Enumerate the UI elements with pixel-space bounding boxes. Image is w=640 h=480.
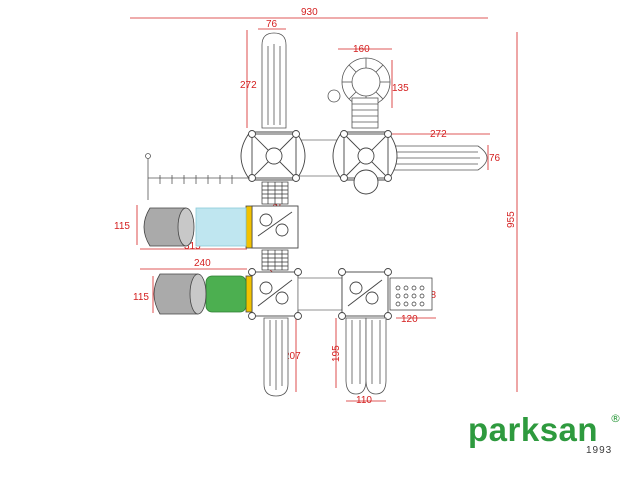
tower-top-right	[332, 130, 398, 195]
tunnel-lower	[153, 273, 253, 315]
top-slide	[261, 32, 287, 129]
spiral-slide	[327, 57, 391, 129]
play-panel	[389, 277, 433, 311]
dimension-labels: 930 76 272 160 135 272 76 955 115 315 24…	[114, 7, 517, 406]
top-slide-width-label: 76	[266, 19, 278, 30]
registered-mark: ®	[610, 412, 621, 425]
top-slide-length-label: 272	[240, 80, 257, 91]
brand-year: 1993	[586, 445, 613, 456]
brand-logo: parksan	[468, 411, 599, 448]
slide-lower-left	[263, 317, 289, 397]
tower-middle	[251, 205, 299, 249]
tower-top-left	[240, 130, 306, 182]
slide-lower-right-length-label: 195	[331, 345, 342, 362]
spiral-width-label: 160	[353, 44, 370, 55]
slide-lower-left-length-label: 207	[284, 351, 301, 362]
slide-lower-right-width-label: 110	[356, 395, 372, 406]
tunnel-upper-length-label: 315	[184, 241, 201, 252]
tunnel-lower-width-label: 115	[133, 292, 149, 303]
dimension-lines	[130, 17, 518, 402]
panel-width-label: 120	[401, 314, 418, 325]
climber-upper	[261, 181, 289, 205]
tower-lower-right	[338, 268, 392, 320]
tower-lower-left	[248, 268, 302, 320]
tunnel-lower-length-label: 240	[194, 258, 211, 269]
side-slide	[389, 145, 488, 171]
slide-lower-right	[345, 317, 387, 395]
climber-lower	[261, 249, 289, 271]
tunnel-upper	[143, 205, 253, 249]
overall-depth-label: 955	[506, 211, 517, 228]
lower-bridge	[297, 277, 343, 311]
side-slide-width-label: 76	[489, 153, 501, 164]
spiral-depth-label: 135	[392, 83, 409, 94]
chain-bridge	[145, 153, 250, 200]
overall-width-label: 930	[301, 7, 318, 18]
tunnel-upper-width-label: 115	[114, 221, 130, 232]
side-slide-length-label: 272	[430, 129, 447, 140]
